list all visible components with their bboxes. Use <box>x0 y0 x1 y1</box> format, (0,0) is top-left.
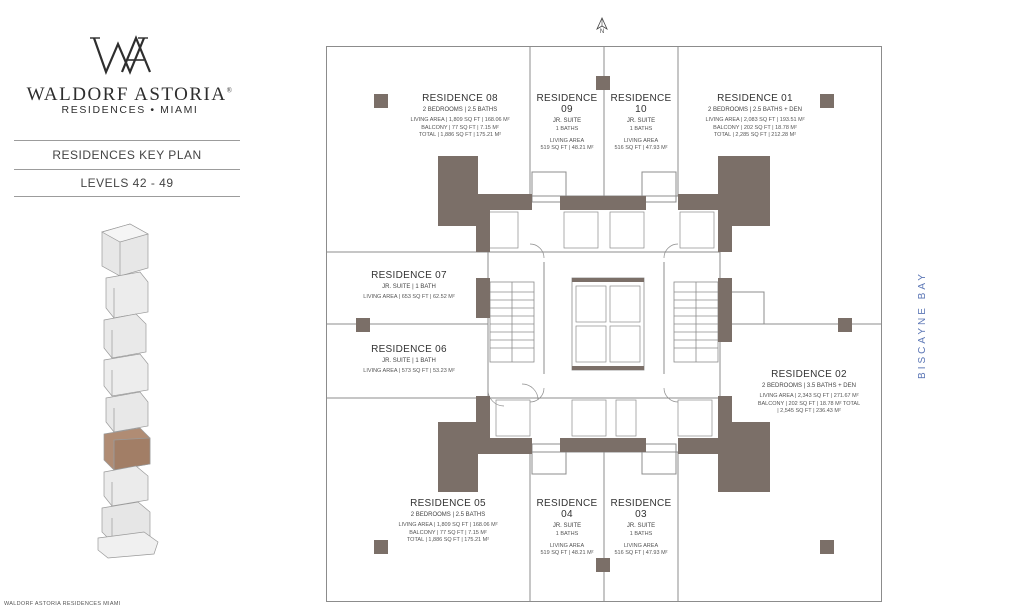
residence-10-baths: 1 BATHS <box>629 125 653 132</box>
residence-09-baths: 1 BATHS <box>555 125 579 132</box>
key-plan-title: RESIDENCES KEY PLAN <box>52 148 202 162</box>
residence-04-type: JR. SUITE <box>552 523 582 529</box>
residence-05-name: RESIDENCE 05 <box>410 498 486 509</box>
brand-name-text: WALDORF ASTORIA <box>26 84 227 105</box>
levels-label: LEVELS 42 - 49 <box>80 176 174 190</box>
residence-06: RESIDENCE 06 JR. SUITE | 1 BATH LIVING A… <box>346 344 472 376</box>
north-arrow-icon <box>596 17 608 31</box>
residence-10-area: 516 SQ FT | 47.93 M² <box>614 145 668 152</box>
tower-base <box>97 531 159 559</box>
residence-07-type: JR. SUITE | 1 BATH <box>382 284 436 290</box>
residence-04-area: 519 SQ FT | 48.21 M² <box>540 550 594 557</box>
residence-04-baths: 1 BATHS <box>555 530 579 537</box>
residence-06-name: RESIDENCE 06 <box>371 344 447 355</box>
residence-05-living: LIVING AREA | 1,809 SQ FT | 168.06 M² <box>398 521 498 528</box>
divider-bottom <box>14 196 240 197</box>
residence-10: RESIDENCE 10 JR. SUITE 1 BATHS LIVING AR… <box>604 93 678 153</box>
residence-02: RESIDENCE 02 2 BEDROOMS | 3.5 BATHS + DE… <box>746 369 872 416</box>
north-label: N <box>599 29 605 35</box>
residence-02-living: LIVING AREA | 2,343 SQ FT | 271.67 M² <box>759 392 859 399</box>
residence-02-balcony: BALCONY | 202 SQ FT | 18.78 M² TOTAL <box>757 400 861 407</box>
residence-01-name: RESIDENCE 01 <box>717 93 793 104</box>
tower-block-2 <box>105 271 149 319</box>
residence-02-total: | 2,545 SQ FT | 236.43 M² <box>777 408 841 415</box>
residence-05-type: 2 BEDROOMS | 2.5 BATHS <box>410 512 486 518</box>
residence-07: RESIDENCE 07 JR. SUITE | 1 BATH LIVING A… <box>346 270 472 302</box>
tower-block-highlighted <box>103 427 151 471</box>
elevators-north <box>483 211 715 249</box>
structural-cores <box>356 76 852 572</box>
residence-02-type: 2 BEDROOMS | 3.5 BATHS + DEN <box>762 383 856 389</box>
residence-10-living: LIVING AREA <box>623 137 659 144</box>
residence-09-living: LIVING AREA <box>549 137 585 144</box>
floor-plan <box>326 46 882 602</box>
stair-east <box>673 281 719 363</box>
biscayne-bay-text: BISCAYNE BAY <box>917 271 928 379</box>
brand-name: WALDORF ASTORIA® <box>20 84 240 106</box>
footer-brand: WALDORF ASTORIA RESIDENCES MIAMI <box>4 601 121 607</box>
tower-diagram <box>97 223 159 559</box>
residence-01-living: LIVING AREA | 2,083 SQ FT | 193.51 M² <box>705 116 805 123</box>
residence-03-living: LIVING AREA <box>623 542 659 549</box>
biscayne-bay-label: BISCAYNE BAY <box>917 271 928 379</box>
residence-09: RESIDENCE 09 JR. SUITE 1 BATHS LIVING AR… <box>530 93 604 153</box>
residence-08: RESIDENCE 08 2 BEDROOMS | 2.5 BATHS LIVI… <box>400 93 520 140</box>
stair-west <box>489 281 535 363</box>
residence-08-living: LIVING AREA | 1,809 SQ FT | 168.06 M² <box>410 116 510 123</box>
divider-middle <box>14 169 240 170</box>
residence-10-name: RESIDENCE 10 <box>610 93 672 115</box>
residence-03: RESIDENCE 03 JR. SUITE 1 BATHS LIVING AR… <box>604 498 678 558</box>
residence-01-balcony: BALCONY | 202 SQ FT | 18.78 M² <box>713 124 797 131</box>
residence-08-total: TOTAL | 1,886 SQ FT | 175.21 M² <box>418 132 502 139</box>
residence-01-total: TOTAL | 2,285 SQ FT | 212.28 M² <box>713 132 797 139</box>
elevators-south <box>495 399 713 437</box>
tower-block-5 <box>105 391 149 433</box>
residence-04-name: RESIDENCE 04 <box>536 498 598 520</box>
residence-08-balcony: BALCONY | 77 SQ FT | 7.15 M² <box>421 124 499 131</box>
residence-09-name: RESIDENCE 09 <box>536 93 598 115</box>
north-compass: N <box>594 17 610 39</box>
tower-block-1 <box>101 223 149 277</box>
residence-08-name: RESIDENCE 08 <box>422 93 498 104</box>
residence-05-balcony: BALCONY | 77 SQ FT | 7.15 M² <box>409 529 487 536</box>
tower-block-6 <box>103 465 149 507</box>
residence-09-area: 519 SQ FT | 48.21 M² <box>540 145 594 152</box>
residence-02-name: RESIDENCE 02 <box>771 369 847 380</box>
residence-07-name: RESIDENCE 07 <box>371 270 447 281</box>
residence-01-type: 2 BEDROOMS | 2.5 BATHS + DEN <box>708 107 802 113</box>
residence-04: RESIDENCE 04 JR. SUITE 1 BATHS LIVING AR… <box>530 498 604 558</box>
elevator-bank-central <box>571 277 645 371</box>
residence-08-type: 2 BEDROOMS | 2.5 BATHS <box>422 107 498 113</box>
residence-03-name: RESIDENCE 03 <box>610 498 672 520</box>
doors <box>487 243 679 407</box>
residence-06-type: JR. SUITE | 1 BATH <box>382 358 436 364</box>
residence-06-living: LIVING AREA | 573 SQ FT | 53.23 M² <box>363 367 455 374</box>
divider-top <box>14 140 240 141</box>
residence-03-baths: 1 BATHS <box>629 530 653 537</box>
residence-09-type: JR. SUITE <box>552 118 582 124</box>
brand-subtitle: RESIDENCES • MIAMI <box>61 104 199 116</box>
waldorf-astoria-logo-icon <box>90 35 152 76</box>
residence-04-living: LIVING AREA <box>549 542 585 549</box>
residence-05: RESIDENCE 05 2 BEDROOMS | 2.5 BATHS LIVI… <box>386 498 510 545</box>
residence-05-total: TOTAL | 1,886 SQ FT | 175.21 M² <box>406 537 490 544</box>
residence-03-area: 516 SQ FT | 47.93 M² <box>614 550 668 557</box>
residence-07-living: LIVING AREA | 653 SQ FT | 62.52 M² <box>363 293 455 300</box>
residence-03-type: JR. SUITE <box>626 523 656 529</box>
residence-01: RESIDENCE 01 2 BEDROOMS | 2.5 BATHS + DE… <box>690 93 820 140</box>
brand-registered-mark: ® <box>226 86 234 95</box>
tower-block-4 <box>103 353 149 397</box>
tower-block-3 <box>103 313 147 359</box>
residence-10-type: JR. SUITE <box>626 118 656 124</box>
